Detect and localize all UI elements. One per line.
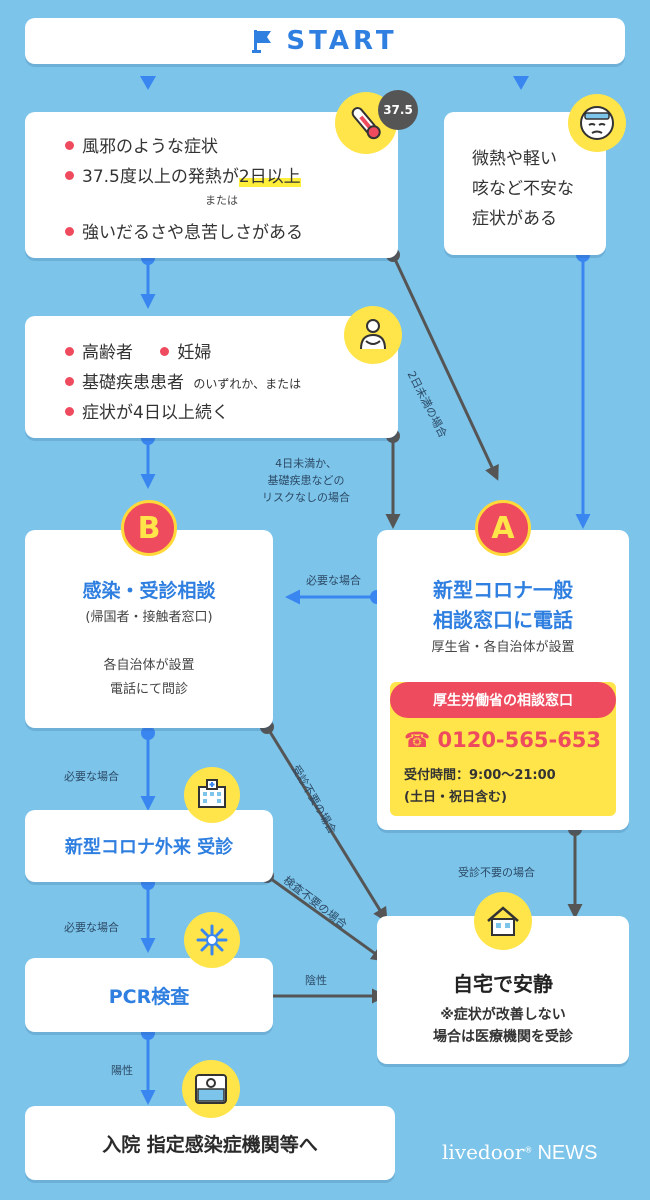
risk-underlying-disease: 基礎疾患患者 のいずれか、または: [65, 368, 301, 393]
pcr-box: PCR検査: [25, 958, 273, 1032]
home-note2: 場合は医療機関を受診: [433, 1029, 573, 1045]
hotline-label: 厚生労働省の相談窓口: [390, 682, 616, 718]
thermometer-reading-badge: 37.5: [378, 90, 418, 130]
risk-4days: 症状が4日以上続く: [65, 398, 229, 423]
bullet-dot: [65, 376, 74, 386]
hospitalization-label: 入院 指定感染症機関等へ: [102, 1133, 318, 1156]
or-text: または: [205, 194, 238, 207]
arrow-a-to-home: [567, 822, 583, 919]
bullet-dot: [65, 346, 74, 356]
virus-icon: [184, 912, 240, 968]
box-b-desc1: 各自治体が設置: [103, 658, 195, 673]
edge-label-needed-a-to-b: 必要な場合: [306, 574, 361, 587]
house-icon: [474, 892, 532, 950]
symptom-fever: 37.5度以上の発熱が2日以上: [65, 162, 301, 187]
box-a-subtitle: 厚生省・各自治体が設置: [431, 640, 575, 655]
outpatient-box: 新型コロナ外来 受診: [25, 810, 273, 882]
home-note1: ※症状が改善しない: [440, 1007, 566, 1023]
outpatient-label: 新型コロナ外来 受診: [64, 837, 234, 858]
bullet-dot: [160, 346, 170, 356]
mild-line: 症状がある: [472, 209, 557, 229]
arrow-risk-to-a: [385, 429, 401, 529]
bullet-dot: [65, 226, 74, 236]
consultation-b-box: 感染・受診相談 (帰国者・接触者窓口) 各自治体が設置 電話にて問診: [25, 530, 273, 728]
edge-label-needed-b-to-outpatient: 必要な場合: [64, 770, 119, 783]
edge-label-negative: 陰性: [305, 974, 327, 987]
edge-label-positive: 陽性: [111, 1064, 133, 1077]
edge-label-less-than-4-days: 4日未満か、 基礎疾患などの リスクなしの場合: [262, 457, 350, 504]
phone-icon: ☎: [404, 728, 431, 752]
box-a-title2: 相談窓口に電話: [433, 608, 573, 632]
flag-icon: [252, 30, 272, 53]
bullet-dot: [65, 406, 74, 416]
start-box: START: [25, 18, 625, 64]
start-arrow-left: [140, 76, 156, 90]
badge-b: B: [121, 500, 177, 556]
highlight-2days: 2日以上: [238, 167, 301, 187]
hospital-icon: [184, 767, 240, 823]
mild-symptoms-box: 微熱や軽い 咳など不安な 症状がある: [444, 112, 606, 255]
consultation-a-box: 新型コロナ一般 相談窓口に電話 厚生省・各自治体が設置 厚生労働省の相談窓口 ☎…: [377, 530, 629, 830]
hotline-phone: ☎ 0120-565-653: [404, 728, 602, 752]
box-b-desc2: 電話にて問診: [109, 682, 188, 697]
arrow-pcr-to-home: [257, 988, 387, 1004]
pcr-label: PCR検査: [108, 985, 190, 1008]
arrow-symptom-to-a: [386, 248, 499, 481]
symptom-fatigue: 強いだるさや息苦しさがある: [65, 218, 303, 243]
livedoor-news-logo: livedoor® NEWS: [442, 1140, 598, 1164]
mild-line: 咳など不安な: [472, 179, 574, 199]
mild-line: 微熱や軽い: [472, 149, 557, 169]
risk-factors-box: 高齢者 妊婦 基礎疾患患者 のいずれか、または 症状が4日以上続く: [25, 316, 398, 438]
home-rest-box: 自宅で安静 ※症状が改善しない 場合は医療機関を受診: [377, 916, 629, 1064]
arrow-mild-to-a: [575, 248, 591, 529]
symptom-cold: 風邪のような症状: [65, 132, 218, 157]
hotline-panel: 厚生労働省の相談窓口 ☎ 0120-565-653 受付時間：9:00〜21:0…: [390, 682, 616, 816]
hospital-bed-icon: [182, 1060, 240, 1118]
hospitalization-box: 入院 指定感染症機関等へ: [25, 1106, 395, 1180]
arrow-outpatient-to-pcr: [140, 876, 156, 953]
start-label: START: [286, 26, 398, 56]
symptom-box: 風邪のような症状 37.5度以上の発熱が2日以上 または 強いだるさや息苦しさが…: [25, 112, 398, 258]
arrow-symptom-to-risk: [140, 251, 156, 309]
box-b-subtitle: (帰国者・接触者窓口): [85, 610, 213, 625]
start-arrow-right: [513, 76, 529, 90]
hotline-hours: 受付時間：9:00〜21:00: [404, 768, 556, 783]
sick-face-icon: [568, 94, 626, 152]
edge-label-no-visit-a: 受診不要の場合: [458, 866, 535, 879]
bullet-dot: [65, 170, 74, 180]
bullet-dot: [65, 140, 74, 150]
arrow-b-to-outpatient: [140, 726, 156, 811]
badge-a: A: [475, 500, 531, 556]
arrow-risk-to-b: [140, 431, 156, 489]
either-or-text: のいずれか、または: [193, 377, 302, 391]
box-b-title: 感染・受診相談: [82, 580, 216, 602]
arrow-a-to-b: [285, 589, 384, 605]
elderly-person-icon: [344, 306, 402, 364]
arrow-pcr-to-hospital: [140, 1026, 156, 1105]
edge-label-needed-outpatient-to-pcr: 必要な場合: [64, 921, 119, 934]
box-a-title1: 新型コロナ一般: [433, 578, 573, 602]
risk-elderly-pregnant: 高齢者 妊婦: [65, 338, 211, 363]
home-title: 自宅で安静: [453, 972, 553, 996]
hotline-hours-note: (土日・祝日含む): [404, 790, 507, 805]
